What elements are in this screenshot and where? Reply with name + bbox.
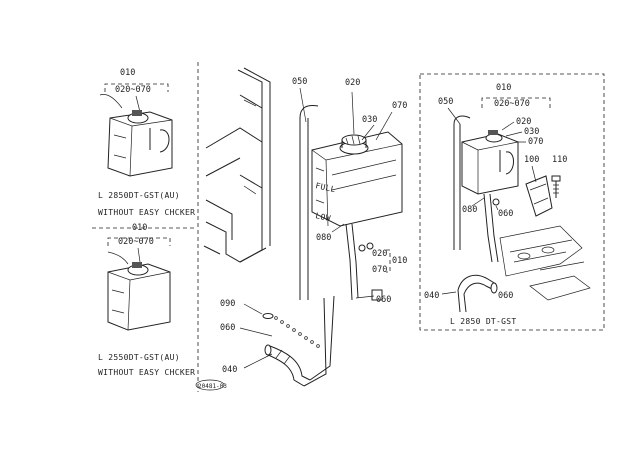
top-left-variant: 010 020~070 L 2850DT-GST(AU) WITHOUT EAS… bbox=[98, 68, 195, 217]
vent-hose bbox=[299, 118, 309, 300]
leader-line bbox=[441, 291, 457, 295]
callout-060: 060 bbox=[498, 209, 513, 219]
center-assembly: 050 FULL LOW 020 030 070 bbox=[195, 67, 407, 391]
leader-line bbox=[299, 87, 307, 123]
tank-icon bbox=[99, 94, 173, 177]
callout-100: 100 bbox=[524, 155, 539, 165]
hose-clamp bbox=[366, 242, 374, 250]
callout-050: 050 bbox=[438, 97, 453, 107]
callout-020-070: 020~070 bbox=[494, 99, 530, 109]
leader-line bbox=[471, 197, 485, 207]
callout-bracket bbox=[481, 97, 551, 108]
callout-020-070: 020~070 bbox=[118, 237, 154, 247]
tank-cap bbox=[339, 134, 369, 155]
filler-hose bbox=[457, 274, 497, 291]
callout-070: 070 bbox=[392, 101, 407, 111]
fuel-line bbox=[355, 295, 375, 299]
figure-id: 20481-03 bbox=[198, 383, 227, 390]
callout-060: 060 bbox=[220, 323, 235, 333]
variant-note: WITHOUT EASY CHCKER bbox=[98, 208, 195, 217]
tank-icon bbox=[107, 251, 171, 331]
leader-line bbox=[531, 165, 537, 183]
callout-030: 030 bbox=[524, 127, 539, 137]
bottom-left-variant: 010 020~070 L 2550DT-GST(AU) WITHOUT EAS… bbox=[98, 223, 195, 377]
filler-hose bbox=[463, 282, 495, 295]
callout-010: 010 bbox=[120, 68, 135, 78]
filler-hose bbox=[457, 289, 467, 313]
callout-090: 090 bbox=[220, 299, 235, 309]
hose-clamp bbox=[490, 282, 498, 294]
fuel-tank bbox=[461, 130, 519, 195]
callout-020-070: 020~070 bbox=[115, 85, 151, 95]
callout-bracket bbox=[104, 83, 169, 92]
drain-fitting bbox=[371, 289, 383, 301]
fuel-line bbox=[351, 223, 359, 299]
callout-010: 010 bbox=[392, 256, 407, 266]
vent-hose bbox=[453, 124, 461, 250]
callout-040: 040 bbox=[424, 291, 439, 301]
model-label: L 2850DT-GST(AU) bbox=[98, 191, 180, 200]
callout-080: 080 bbox=[462, 205, 477, 215]
hose-clamp bbox=[358, 244, 366, 252]
leader-line bbox=[243, 303, 263, 315]
callout-060: 060 bbox=[376, 295, 391, 305]
callout-030: 030 bbox=[362, 115, 377, 125]
hose-clamp bbox=[492, 198, 500, 206]
mounting-bracket bbox=[529, 183, 549, 205]
leader-line bbox=[135, 95, 141, 113]
variant-note: WITHOUT EASY CHCKER bbox=[98, 368, 195, 377]
model-label: L 2850 DT-GST bbox=[450, 317, 517, 326]
fuel-tank: FULL LOW bbox=[311, 131, 403, 227]
callout-050: 050 bbox=[292, 77, 307, 87]
callout-bracket bbox=[386, 249, 391, 273]
leader-line bbox=[375, 111, 393, 141]
callout-110: 110 bbox=[552, 155, 567, 165]
filler-hose bbox=[264, 295, 335, 387]
right-inset: 010 020~070 050 020 030 070 100 110 bbox=[419, 73, 605, 331]
leader-line bbox=[239, 327, 273, 337]
fuel-line bbox=[483, 193, 493, 263]
callout-020: 020 bbox=[345, 78, 360, 88]
leader-line bbox=[137, 247, 141, 263]
bolt-icon bbox=[551, 175, 561, 198]
vent-hose bbox=[453, 115, 471, 125]
vent-hose bbox=[299, 105, 319, 119]
callout-040: 040 bbox=[222, 365, 237, 375]
leader-line bbox=[361, 124, 375, 141]
callout-060: 060 bbox=[498, 291, 513, 301]
callout-020: 020 bbox=[516, 117, 531, 127]
callout-bracket bbox=[107, 237, 171, 246]
callout-010: 010 bbox=[132, 223, 147, 233]
callout-020: 020 bbox=[372, 249, 387, 259]
leader-line bbox=[243, 353, 273, 369]
callout-070: 070 bbox=[372, 265, 387, 275]
callout-080: 080 bbox=[316, 233, 331, 243]
tank-low-mark: LOW bbox=[315, 211, 332, 223]
leader-line bbox=[351, 91, 355, 135]
frame-bracket bbox=[203, 67, 271, 263]
model-label: L 2550DT-GST(AU) bbox=[98, 353, 180, 362]
fuel-line bbox=[489, 193, 499, 263]
inset-frame bbox=[419, 73, 605, 331]
leader-line bbox=[447, 107, 461, 125]
engine-block bbox=[499, 225, 591, 301]
figure-id-badge bbox=[195, 379, 225, 391]
fuel-line bbox=[345, 223, 353, 301]
leader-line bbox=[331, 223, 345, 233]
callout-070: 070 bbox=[528, 137, 543, 147]
tank-full-mark: FULL bbox=[315, 181, 337, 194]
mounting-bracket bbox=[525, 175, 553, 217]
callout-010: 010 bbox=[496, 83, 511, 93]
bead-chain bbox=[262, 313, 320, 348]
leader-line bbox=[495, 205, 499, 211]
